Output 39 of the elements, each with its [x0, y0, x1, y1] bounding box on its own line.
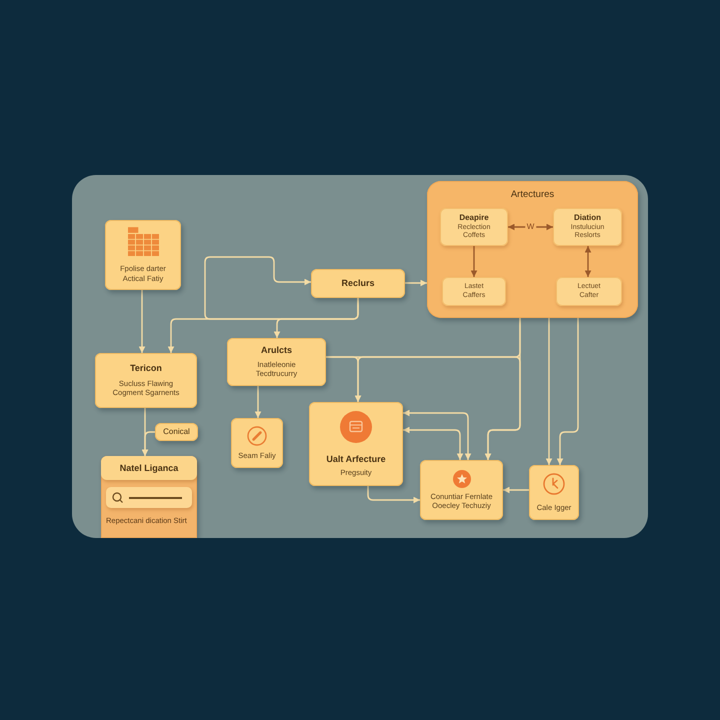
- arrow: [138, 290, 146, 353]
- arrow: [584, 246, 592, 277]
- node-title: Diation: [574, 213, 602, 223]
- process-box: [95, 353, 197, 408]
- process-box: [440, 208, 508, 246]
- process-box: [420, 460, 503, 520]
- node-text: Conical: [163, 428, 190, 436]
- node-title: Arulcts: [260, 345, 292, 356]
- process-box: [309, 402, 403, 486]
- edge-label: W: [524, 223, 536, 231]
- process-box: [556, 277, 622, 306]
- arrow: [204, 256, 359, 320]
- group-title: Artectures: [510, 189, 554, 200]
- arrow: [556, 318, 579, 465]
- arrow: [403, 410, 472, 460]
- group-container: [427, 181, 638, 318]
- arrow: [484, 318, 521, 460]
- node-title: Tericon: [130, 363, 162, 374]
- side-panel: [101, 456, 197, 538]
- arrow: [403, 426, 464, 460]
- process-box: [553, 208, 622, 246]
- process-box: [227, 338, 326, 386]
- arrow: [508, 224, 553, 230]
- process-box: [155, 423, 198, 441]
- arrow: [405, 280, 427, 286]
- process-box: [442, 277, 506, 306]
- node-title: Reclurs: [341, 278, 375, 289]
- arrow: [142, 431, 155, 456]
- arrow: [254, 386, 262, 418]
- arrow: [470, 246, 478, 277]
- process-box: [105, 220, 181, 290]
- node-title: Ualt Arfecture: [326, 454, 386, 465]
- node-title: Deapire: [459, 213, 489, 223]
- process-box: [231, 418, 283, 468]
- arrow: [546, 318, 552, 465]
- arrow: [503, 486, 529, 494]
- panel-heading: Natel Liganca: [101, 456, 197, 480]
- process-box: [529, 465, 579, 520]
- process-box: [311, 269, 405, 298]
